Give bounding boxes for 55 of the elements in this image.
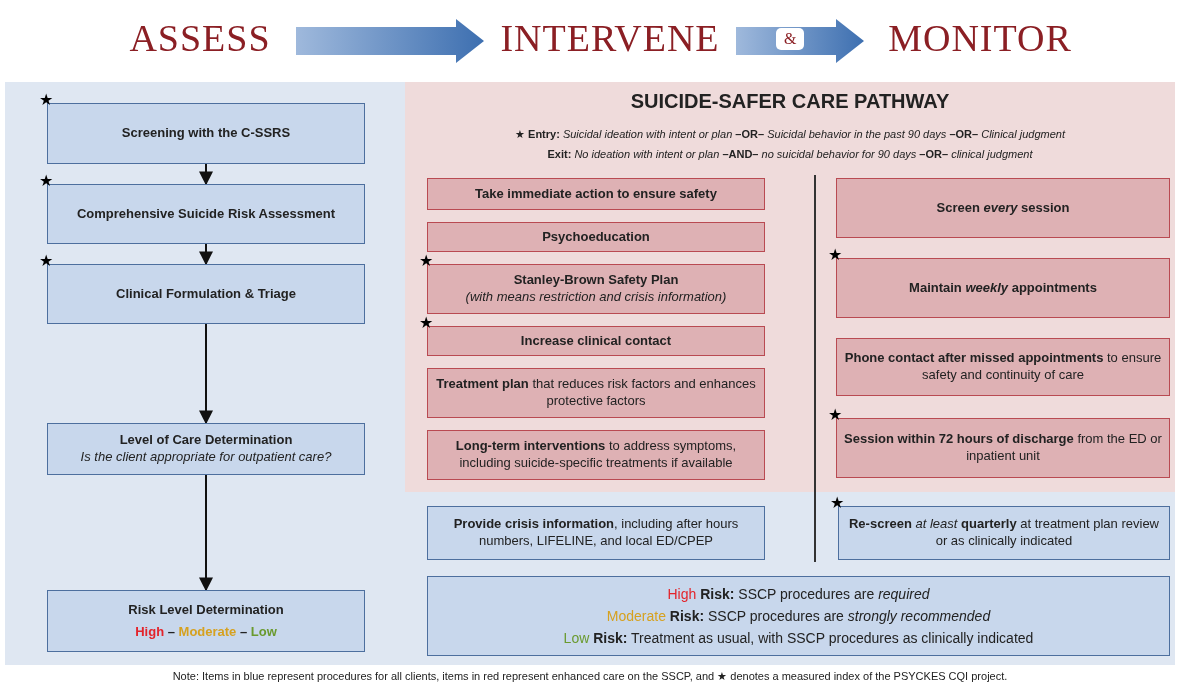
box-text: Moderate Risk: SSCP procedures are strongly recommended (606, 606, 991, 626)
process-box (836, 338, 1170, 396)
box-text: Clinical Formulation & Triage (116, 285, 296, 303)
process-box (427, 506, 765, 560)
box-text: Comprehensive Suicide Risk Assessment (76, 205, 336, 223)
process-box (427, 430, 765, 480)
block-arrow (296, 19, 484, 63)
panel-title: SUICIDE-SAFER CARE PATHWAY (629, 90, 951, 113)
box-text: Stanley-Brown Safety Plan (513, 272, 679, 289)
arrow (199, 163, 213, 186)
heading-word: ASSESS (110, 8, 290, 68)
star-mark: ★ (830, 495, 844, 511)
star-mark: ★ (828, 407, 842, 423)
process-box (47, 590, 365, 652)
box-text: High Risk: SSCP procedures are required (667, 584, 930, 603)
box-text: Risk Level Determination (128, 601, 284, 619)
criteria-text: ★ Entry: Suicidal ideation with intent or plan –OR– Suicidal behavior in the past 90 days –OR– Clinical judgment (514, 128, 1067, 141)
star-mark: ★ (419, 315, 433, 331)
arrow (199, 243, 213, 266)
arrow (199, 474, 213, 592)
star-mark: ★ (828, 247, 842, 263)
star-mark: ★ (419, 253, 433, 269)
process-box (47, 423, 365, 475)
box-text: Is the client appropriate for outpatient care? (80, 449, 332, 466)
arrow (199, 323, 213, 425)
box-text: Re-screen at least quarterly at treatment plan review or as clinically indicated (847, 516, 1160, 550)
process-box (427, 576, 1170, 656)
box-text: Treatment plan that reduces risk factors and enhances protective factors (435, 376, 757, 410)
heading-word: INTERVENE (490, 8, 730, 68)
star-mark: ★ (39, 92, 53, 108)
box-text: Take immediate action to ensure safety (475, 185, 717, 203)
criteria-text: Exit: No ideation with intent or plan –AND– no suicidal behavior for 90 days –OR– clinical judgment (546, 148, 1034, 160)
box-text: High – Moderate – Low (135, 623, 277, 641)
box-text: Psychoeducation (542, 228, 650, 246)
box-text: Screen every session (936, 199, 1070, 217)
box-text: Provide crisis information, including after hours numbers, LIFELINE, and local ED/CPEP (452, 516, 740, 550)
pathway-panel (405, 82, 1175, 492)
process-box (427, 178, 765, 210)
box-text: Screening with the C-SSRS (121, 125, 291, 142)
star-mark: ★ (39, 173, 53, 189)
box-text: Session within 72 hours of discharge from the ED or inpatient unit (843, 431, 1163, 465)
box-text: Increase clinical contact (520, 332, 672, 350)
box-text: Maintain weekly appointments (909, 279, 1097, 297)
box-text: Level of Care Determination (119, 432, 293, 449)
heading-word: MONITOR (870, 8, 1090, 68)
box-text: Long-term interventions to address symptoms, including suicide-specific treatments if available (454, 438, 738, 472)
footnote: Note: Items in blue represent procedures for all clients, items in red represent enhanced care on the SSCP, and ★ denotes a measured index of the PSYCKES CQI project. (171, 670, 1009, 683)
box-text: (with means restriction and crisis information) (465, 289, 727, 306)
process-box (427, 222, 765, 252)
edge-label: & (776, 28, 805, 50)
box-text: Phone contact after missed appointments to ensure safety and continuity of care (843, 350, 1163, 384)
process-box (836, 178, 1170, 238)
process-box (427, 368, 765, 418)
box-text: Low Risk: Treatment as usual, with SSCP procedures as clinically indicated (563, 629, 1034, 648)
star-mark: ★ (39, 253, 53, 269)
